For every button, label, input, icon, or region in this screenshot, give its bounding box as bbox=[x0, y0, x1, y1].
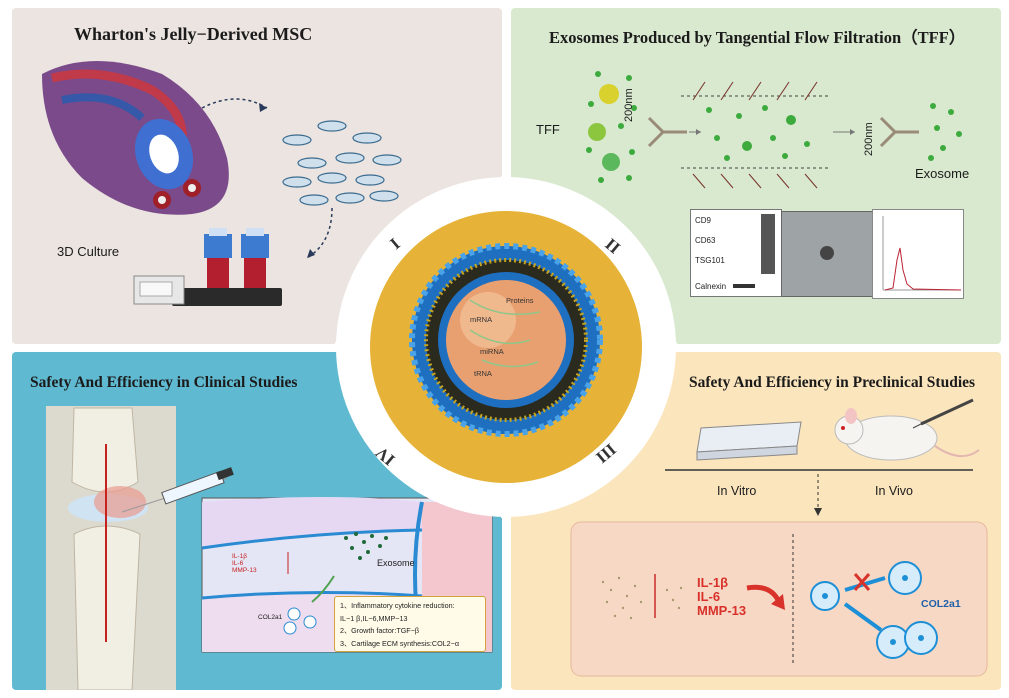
knee-joint-icon bbox=[46, 406, 176, 690]
in-vitro-label: In Vitro bbox=[717, 484, 757, 498]
cytokine-label: IL-6 bbox=[232, 560, 244, 567]
pore-size-label: 200nm bbox=[863, 122, 875, 156]
dots-icon bbox=[601, 576, 643, 620]
exosome-dots-icon bbox=[928, 103, 962, 161]
blot-label: CD63 bbox=[695, 236, 716, 245]
finding-line: IL−1 β,IL−6,MMP−13 bbox=[340, 613, 408, 623]
clinical-panel-title: Safety And Efficiency in Clinical Studie… bbox=[30, 374, 298, 391]
nta-curve bbox=[882, 216, 962, 291]
msc-illustration bbox=[42, 61, 402, 306]
umbilical-cord-icon bbox=[42, 61, 229, 215]
col2a1-label: COL2a1 bbox=[258, 614, 283, 621]
syringe-icon bbox=[912, 398, 974, 429]
cytokine-label: IL-6 bbox=[697, 589, 721, 604]
blot-label: CD9 bbox=[695, 216, 712, 225]
msc-panel-title: Wharton's Jelly−Derived MSC bbox=[74, 24, 313, 44]
cytokine-label: MMP-13 bbox=[232, 567, 257, 574]
bioreactor-icon bbox=[133, 228, 282, 306]
particles-icon bbox=[586, 71, 637, 183]
cytokine-label: MMP-13 bbox=[697, 603, 747, 618]
tff-label: TFF bbox=[536, 122, 560, 137]
preclinical-panel: Safety And Efficiency in Preclinical Stu… bbox=[511, 352, 1001, 690]
tem-image bbox=[781, 211, 873, 297]
findings-box: 1、Inflammatory cytokine reduction: IL−1 … bbox=[334, 596, 486, 652]
syringe-icon bbox=[121, 467, 234, 513]
arrow-icon bbox=[201, 98, 268, 109]
mouse-icon bbox=[834, 408, 980, 461]
arrow-icon bbox=[306, 207, 333, 259]
col2a1-label: COL2a1 bbox=[921, 598, 961, 610]
tff-panel: Exosomes Produced by Tangential Flow Fil… bbox=[511, 8, 1001, 344]
3d-culture-label: 3D Culture bbox=[57, 244, 120, 259]
flow-arrows-icon bbox=[692, 81, 818, 189]
tff-illustration bbox=[586, 71, 962, 189]
msc-panel: Wharton's Jelly−Derived MSC bbox=[12, 8, 502, 344]
preclinical-illustration bbox=[570, 398, 988, 677]
filter-icon bbox=[647, 116, 666, 148]
cytokine-label: IL-1β bbox=[232, 553, 247, 560]
exosome-label: Exosome bbox=[377, 558, 415, 568]
tff-panel-title: Exosomes Produced by Tangential Flow Fil… bbox=[549, 28, 966, 47]
in-vivo-label: In Vivo bbox=[875, 484, 913, 498]
clinical-panel: Safety And Efficiency in Clinical Studie… bbox=[12, 352, 502, 690]
exosome-label: Exosome bbox=[915, 166, 970, 181]
pore-size-label: 200nm bbox=[623, 88, 635, 122]
msc-cells-icon bbox=[282, 120, 402, 206]
nta-plot bbox=[872, 209, 964, 299]
blot-label: Calnexin bbox=[695, 282, 727, 291]
well-plate-icon bbox=[696, 421, 802, 461]
finding-line: 2、Growth factor:TGF−β bbox=[340, 626, 420, 635]
cytokine-label: IL-1β bbox=[697, 575, 729, 590]
finding-line: 1、Inflammatory cytokine reduction: bbox=[340, 601, 455, 610]
preclinical-panel-title: Safety And Efficiency in Preclinical Stu… bbox=[689, 374, 976, 391]
western-blot: CD9 CD63 TSG101 Calnexin bbox=[690, 209, 782, 297]
cross-icon bbox=[853, 573, 871, 591]
filter-icon bbox=[879, 116, 898, 148]
finding-line: 3、Cartilage ECM synthesis:COL2−α bbox=[340, 638, 460, 648]
blot-label: TSG101 bbox=[695, 256, 725, 265]
